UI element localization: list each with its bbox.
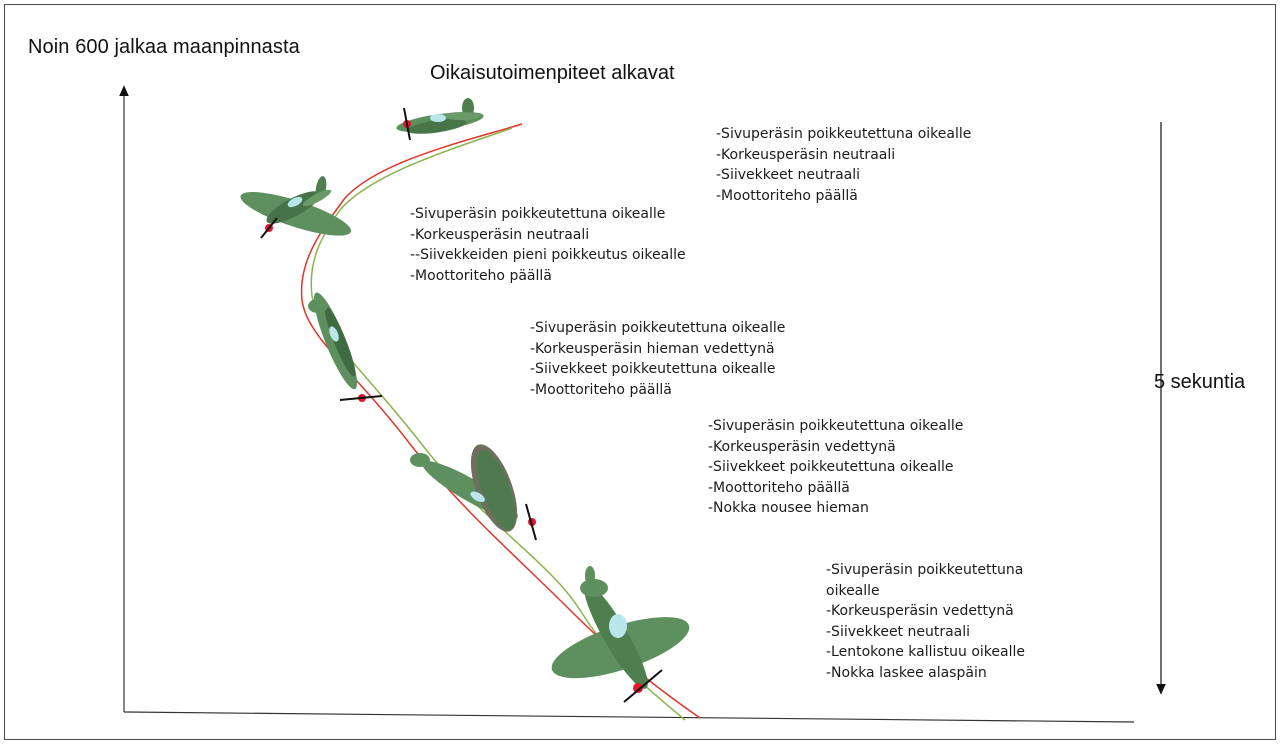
note-line: -Korkeusperäsin hieman vedettynä bbox=[530, 339, 785, 360]
control-note-1: -Sivuperäsin poikkeutettuna oikealle -Ko… bbox=[716, 124, 971, 206]
note-line: -Korkeusperäsin vedettynä bbox=[708, 437, 963, 458]
note-line: -Korkeusperäsin neutraali bbox=[410, 225, 686, 246]
note-line: -Sivuperäsin poikkeutettuna oikealle bbox=[410, 204, 686, 225]
plane-5 bbox=[545, 566, 696, 702]
note-line: -Korkeusperäsin vedettynä bbox=[826, 601, 1025, 622]
control-note-5: -Sivuperäsin poikkeutettuna oikealle -Ko… bbox=[826, 560, 1025, 683]
altitude-label: Noin 600 jalkaa maanpinnasta bbox=[28, 36, 300, 59]
start-label: Oikaisutoimenpiteet alkavat bbox=[430, 62, 675, 85]
note-line: -Sivuperäsin poikkeutettuna oikealle bbox=[708, 416, 963, 437]
control-note-2: -Sivuperäsin poikkeutettuna oikealle -Ko… bbox=[410, 204, 686, 286]
note-line: -Moottoriteho päällä bbox=[530, 380, 785, 401]
note-line: -Moottoriteho päällä bbox=[410, 266, 686, 287]
note-line: -Sivuperäsin poikkeutettuna bbox=[826, 560, 1025, 581]
note-line: -Siivekkeet poikkeutettuna oikealle bbox=[530, 359, 785, 380]
note-line: -Sivuperäsin poikkeutettuna oikealle bbox=[716, 124, 971, 145]
note-line: -Nokka laskee alaspäin bbox=[826, 663, 1025, 684]
note-line: -Moottoriteho päällä bbox=[708, 478, 963, 499]
note-line: -Lentokone kallistuu oikealle bbox=[826, 642, 1025, 663]
note-line: -Siivekkeet neutraali bbox=[826, 622, 1025, 643]
note-line: --Siivekkeiden pieni poikkeutus oikealle bbox=[410, 245, 686, 266]
note-line: -Moottoriteho päällä bbox=[716, 186, 971, 207]
note-line: -Nokka nousee hieman bbox=[708, 498, 963, 519]
note-line: -Siivekkeet neutraali bbox=[716, 165, 971, 186]
note-line: -Korkeusperäsin neutraali bbox=[716, 145, 971, 166]
duration-label: 5 sekuntia bbox=[1154, 371, 1245, 394]
plane-3 bbox=[307, 289, 382, 402]
control-note-3: -Sivuperäsin poikkeutettuna oikealle -Ko… bbox=[530, 318, 785, 400]
plane-1 bbox=[395, 98, 484, 140]
note-line: -Siivekkeet poikkeutettuna oikealle bbox=[708, 457, 963, 478]
note-line: oikealle bbox=[826, 581, 1025, 602]
ground-line bbox=[124, 712, 1134, 722]
note-line: -Sivuperäsin poikkeutettuna oikealle bbox=[530, 318, 785, 339]
control-note-4: -Sivuperäsin poikkeutettuna oikealle -Ko… bbox=[708, 416, 963, 519]
